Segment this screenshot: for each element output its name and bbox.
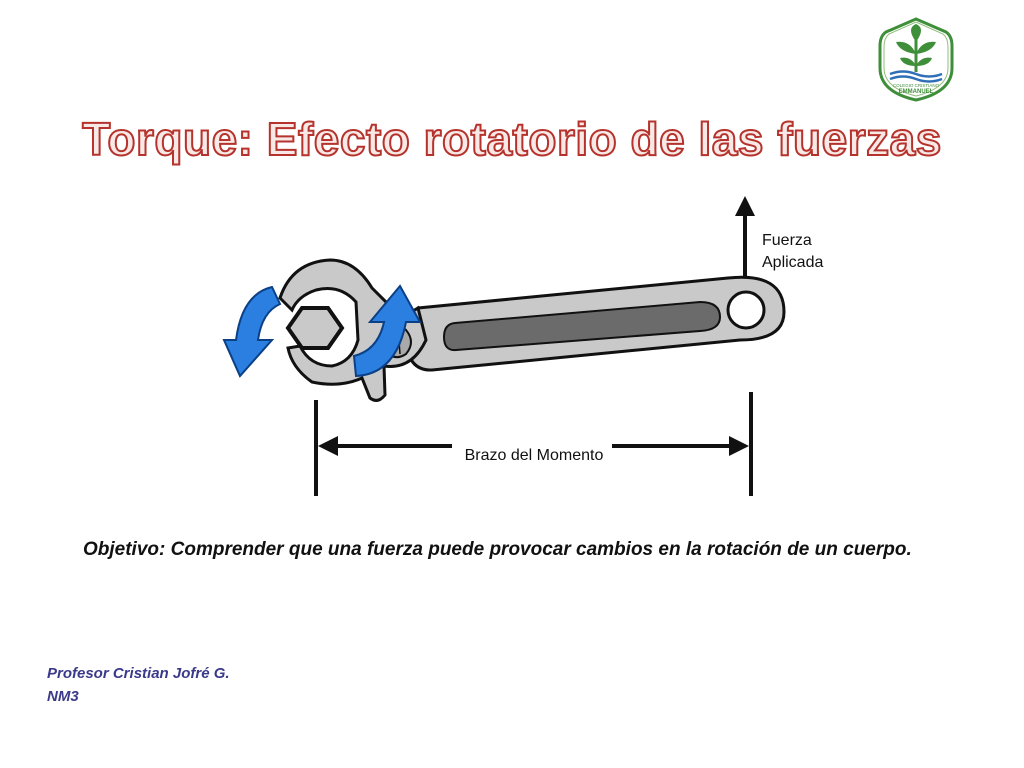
footer-credits: Profesor Cristian Jofré G. NM3 bbox=[47, 662, 230, 708]
objective-text: Objetivo: Comprender que una fuerza pued… bbox=[83, 539, 912, 560]
plant-shield-logo-icon: COLEGIO CRISTIANO EMMANUEL bbox=[878, 17, 954, 102]
rotation-arrow-right-icon bbox=[352, 284, 422, 378]
logo-text-top: COLEGIO CRISTIANO bbox=[893, 83, 940, 88]
professor-name: Profesor Cristian Jofré G. bbox=[47, 665, 230, 682]
slide-title: Torque: Efecto rotatorio de las fuerzas bbox=[81, 112, 942, 166]
lever-arm-label: Brazo del Momento bbox=[465, 447, 604, 464]
wrench-icon bbox=[278, 258, 786, 402]
hex-nut-icon bbox=[285, 306, 345, 350]
lever-arm-dimension bbox=[314, 392, 753, 496]
school-logo: COLEGIO CRISTIANO EMMANUEL bbox=[876, 16, 956, 102]
rotation-arrow-left-icon bbox=[222, 285, 282, 378]
force-label-line2: Aplicada bbox=[762, 254, 823, 271]
logo-text-bottom: EMMANUEL bbox=[899, 89, 934, 95]
course-level: NM3 bbox=[47, 688, 79, 705]
force-label-line1: Fuerza bbox=[762, 232, 812, 249]
torque-wrench-diagram: Fuerza Aplicada bbox=[180, 190, 860, 510]
